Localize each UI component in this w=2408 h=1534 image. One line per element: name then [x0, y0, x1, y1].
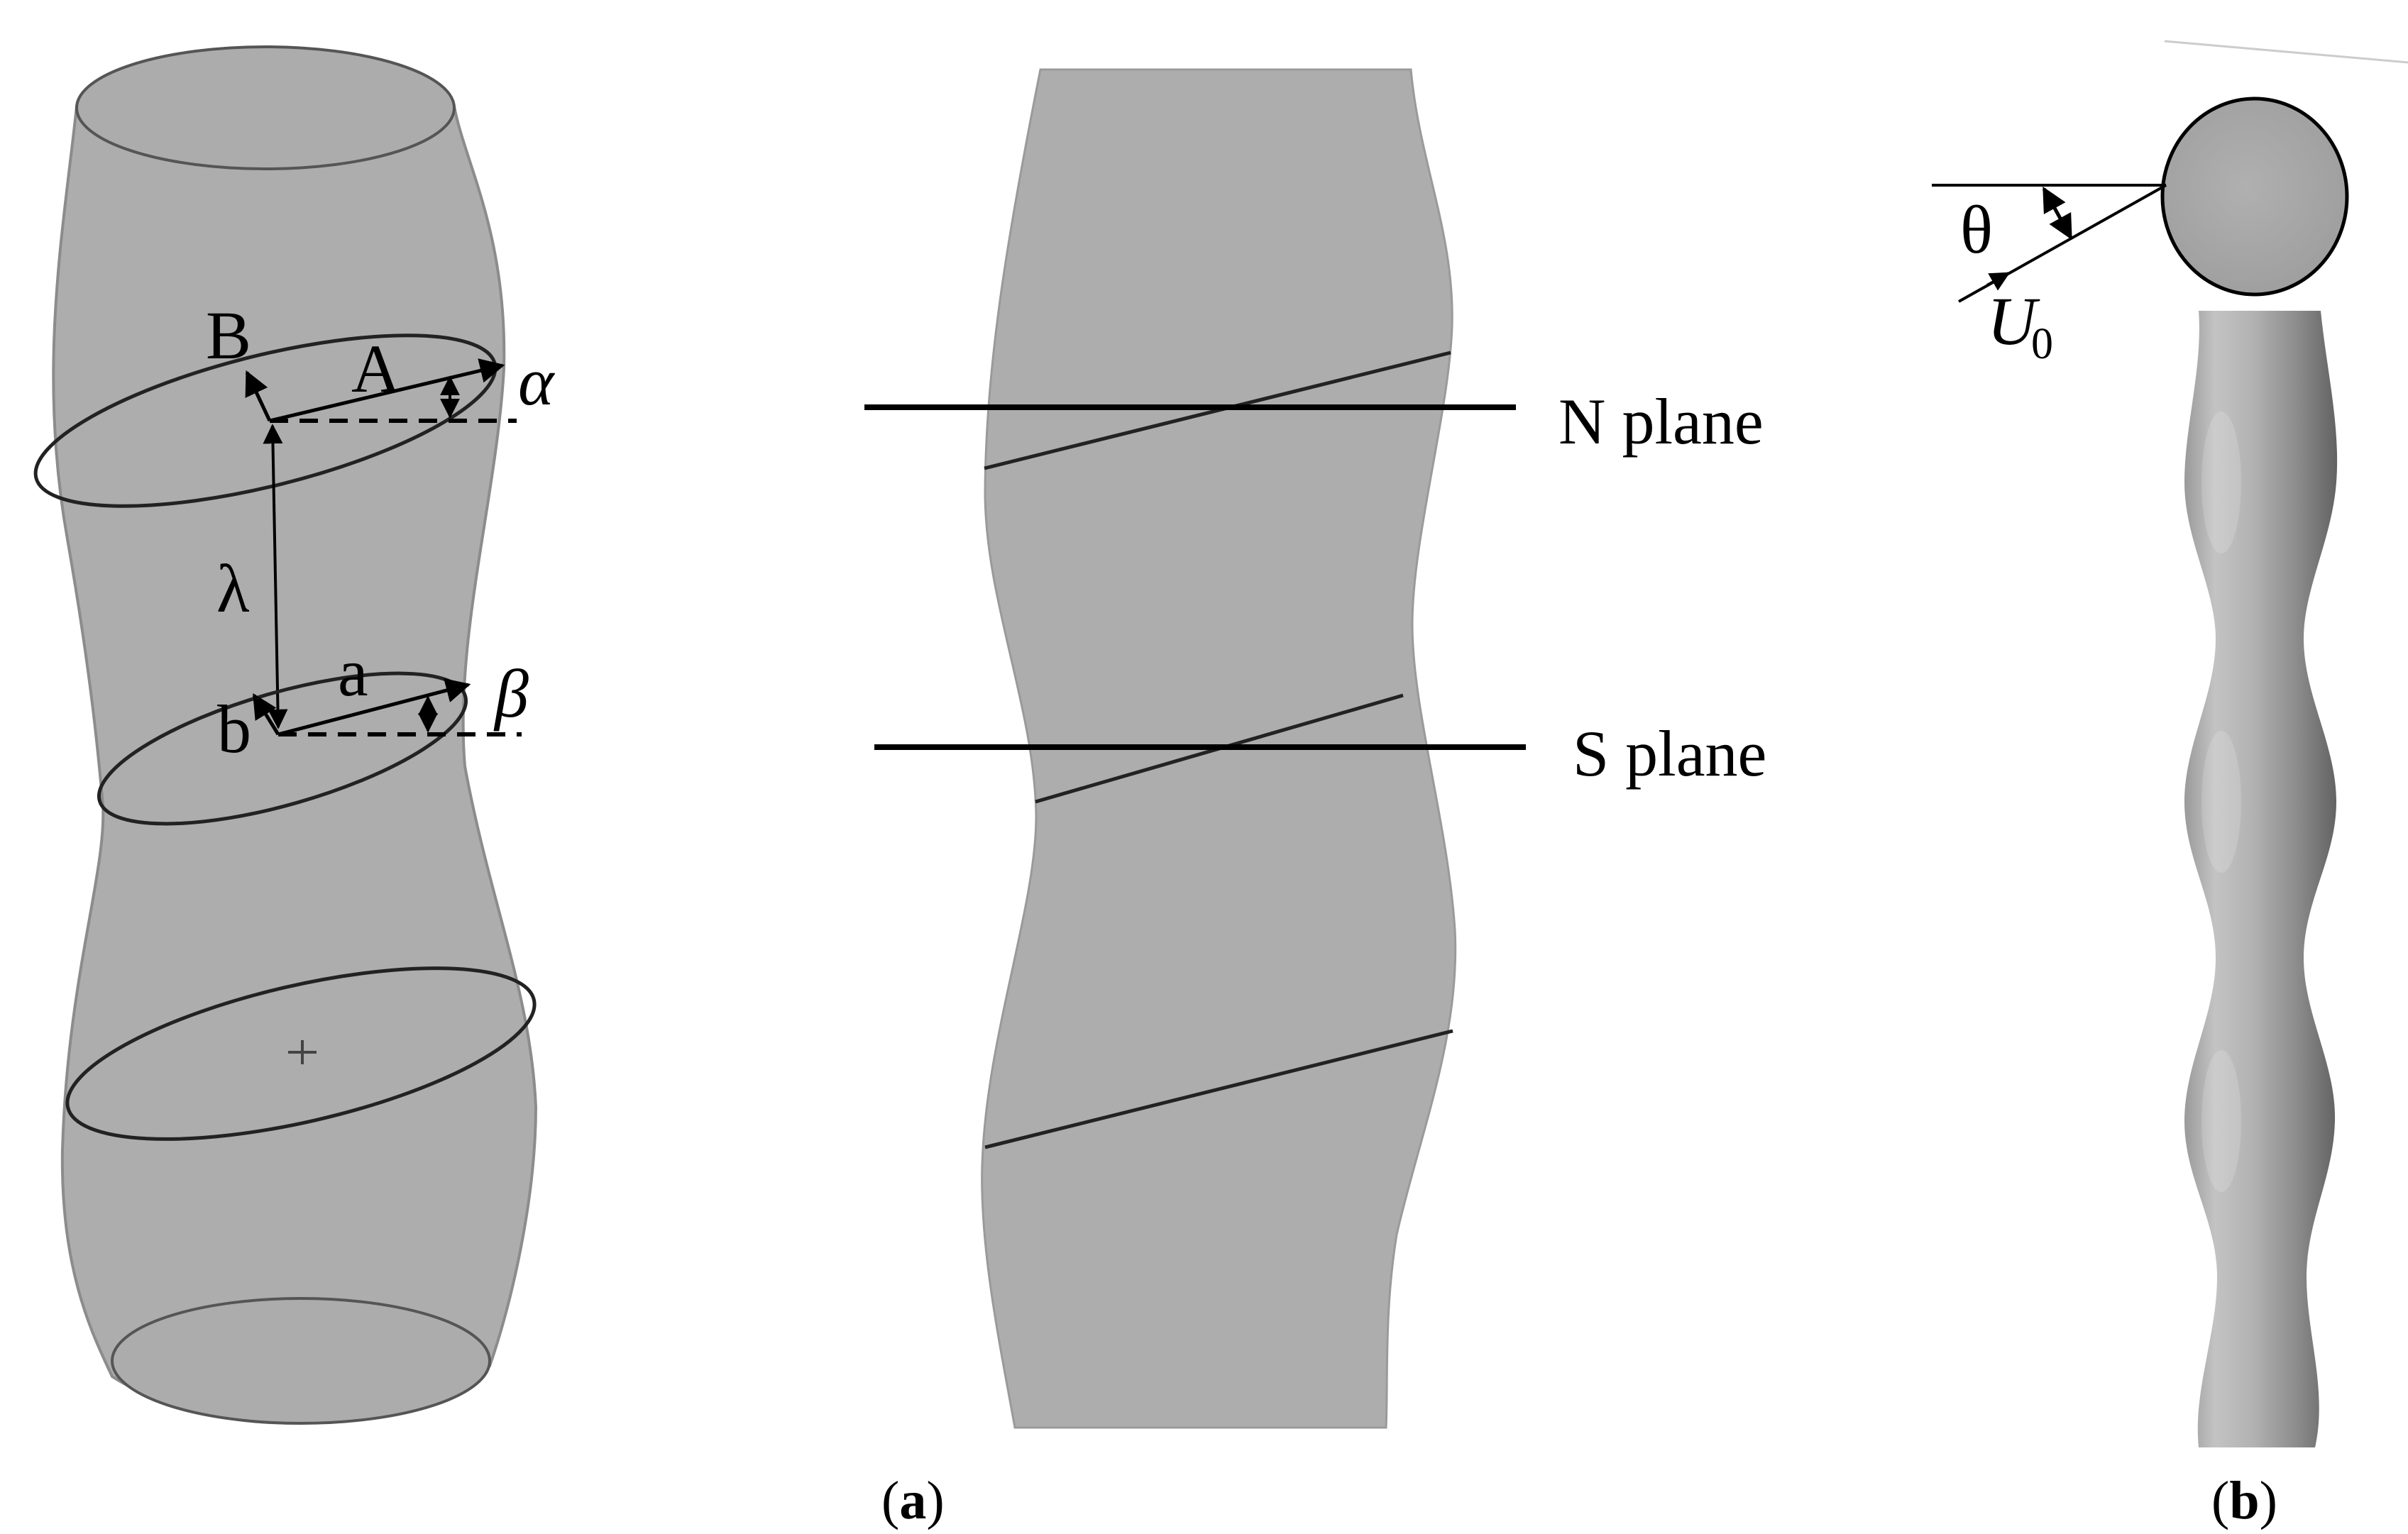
cross-section-circle	[2160, 96, 2349, 297]
label-A: A	[351, 331, 400, 407]
right-3d-shaded-cylinder	[2184, 311, 2338, 1447]
arrow-a	[277, 678, 471, 736]
bottom-cap-ellipse	[111, 1297, 491, 1425]
faint-top-line	[2164, 40, 2408, 64]
label-a: a	[338, 634, 368, 710]
label-theta: θ	[1960, 192, 1993, 267]
label-n-plane: N plane	[1558, 385, 1764, 458]
cylinder-bulge-highlights	[2201, 412, 2241, 1192]
lower-section-ellipse	[65, 966, 537, 1141]
label-lambda: λ	[216, 551, 250, 627]
left-3d-wavy-cylinder: B A α λ a b β	[33, 45, 555, 1425]
label-b: b	[217, 691, 251, 767]
right-cross-section-panel: θ U 0	[1932, 40, 2408, 368]
middle-2d-silhouette: N plane S plane	[864, 68, 1766, 1429]
label-u0: U	[1987, 283, 2040, 359]
shaded-cylinder-body	[2184, 311, 2338, 1447]
left-cylinder-body	[52, 105, 538, 1425]
flow-arrowhead-u0	[1986, 272, 2011, 291]
arrow-B	[245, 370, 272, 422]
top-cap-ellipse	[75, 45, 456, 170]
arrow-A	[269, 358, 505, 423]
lower-center-mark	[288, 1040, 317, 1064]
caption-b: (b)	[2211, 1471, 2277, 1530]
arrow-theta	[2042, 186, 2073, 241]
arrow-b	[252, 693, 280, 736]
label-u0-subscript: 0	[2031, 320, 2053, 368]
arrow-lambda	[263, 424, 288, 729]
label-s-plane: S plane	[1573, 717, 1766, 790]
helix-line-3	[984, 1029, 1453, 1149]
label-alpha: α	[518, 343, 555, 419]
caption-a: (a)	[881, 1471, 945, 1530]
label-B: B	[206, 297, 251, 373]
label-beta: β	[493, 656, 529, 732]
helix-line-1	[984, 351, 1451, 470]
